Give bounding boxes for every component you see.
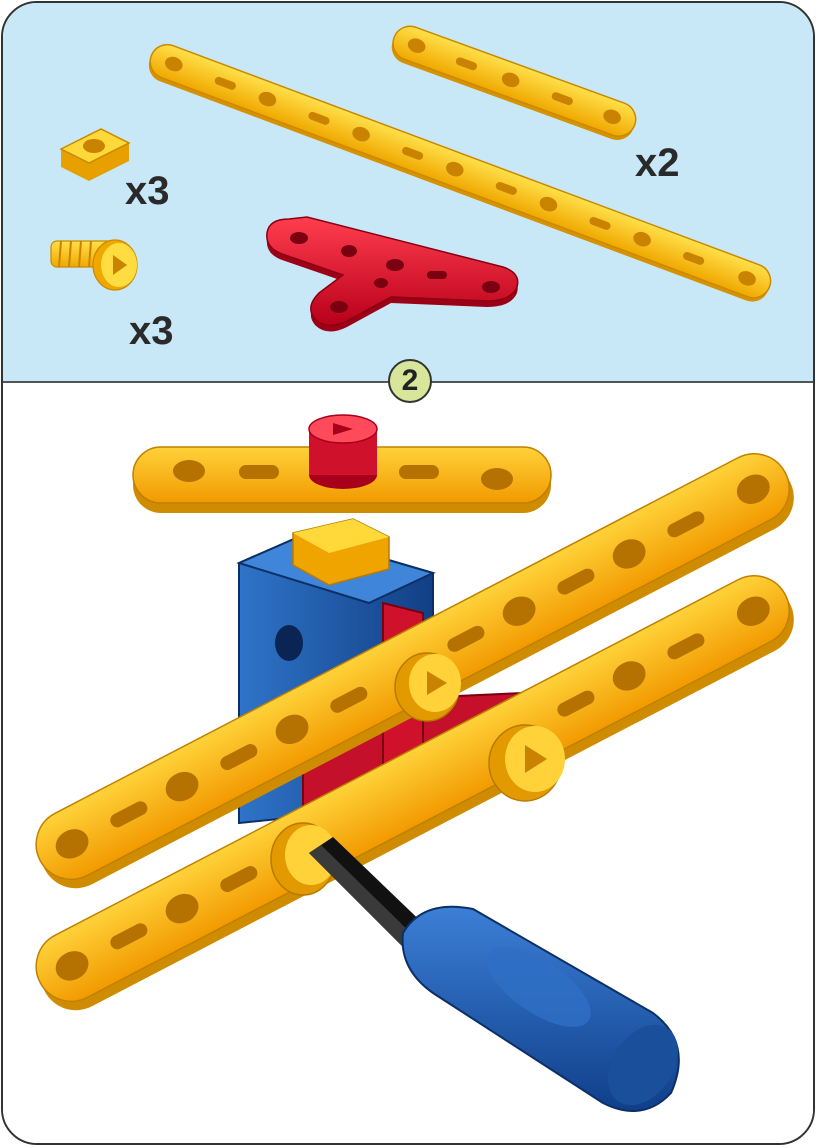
step-number-badge: 2 xyxy=(388,359,432,403)
long-strip-icon xyxy=(148,43,772,302)
nut xyxy=(292,518,390,586)
screw-head-lower-right xyxy=(488,724,565,802)
screw-icon xyxy=(50,239,138,291)
nut-icon xyxy=(59,128,131,181)
short-strip-icon xyxy=(391,25,637,140)
lower-long-strip xyxy=(35,575,794,1011)
assembly-panel xyxy=(3,383,813,1143)
parts-illustration xyxy=(50,25,772,332)
parts-panel: x2 x3 x3 xyxy=(3,3,813,383)
assembly-illustration xyxy=(35,414,794,1112)
screwdriver-icon xyxy=(309,837,680,1112)
screw-quantity: x3 xyxy=(129,309,174,353)
nut-quantity: x3 xyxy=(125,169,170,213)
screw-head-upper xyxy=(394,652,461,722)
red-screw xyxy=(308,414,378,489)
short-strip-quantity: x2 xyxy=(635,141,680,185)
t-plate-icon xyxy=(266,216,519,332)
